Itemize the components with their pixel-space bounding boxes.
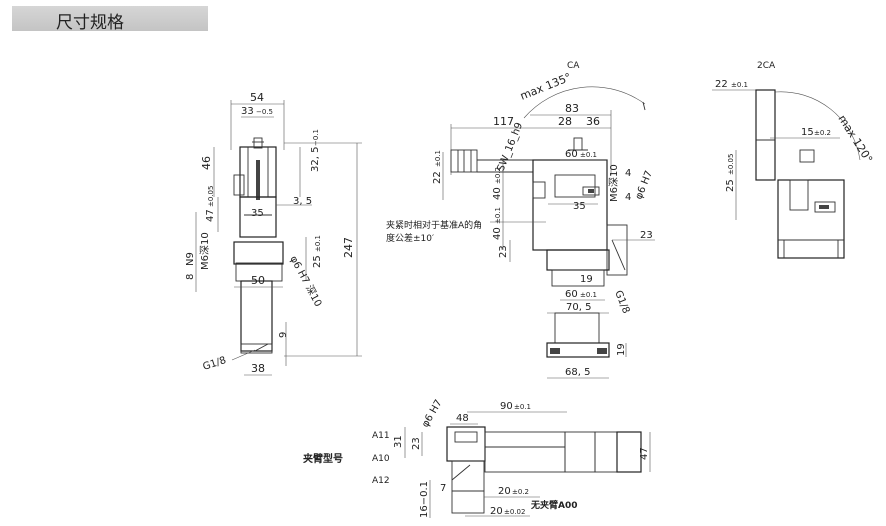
arm-dim-7: 7 [440,483,446,494]
dim-19-lower: 19 [616,343,627,356]
dim-60-top: 60 [565,149,578,160]
dim-sw-16: SW_16_h9 [496,121,526,173]
dim-32-5: 32, 5 [310,147,321,172]
model-a11: A11 [372,431,390,441]
max-angle-135: max 135° [518,71,573,103]
dim-25: 25 [312,255,323,268]
dim-15: 15 [801,127,814,138]
dim-40-upper-tol: ±0.2 [494,167,502,184]
front-view: 54 33 −0.5 46 47 ±0.05 8 N9 M6深10 [185,91,362,376]
arm-note-no-arm: 无夹臂A00 [530,499,578,511]
arm-dim-20-b: 20 [490,506,503,517]
label-m6-depth: M6深10 [199,232,211,270]
dim-83: 83 [565,102,579,115]
label-m6-depth-side: M6深10 [608,164,620,202]
dim-3-5: 3, 5 [293,196,312,207]
dim-8: 8 [185,274,196,280]
dim-23-right: 23 [640,230,653,241]
dim-40-lower: 40 [492,227,503,240]
arm-view: 夹臂型号 A11 A10 A12 φ6 H7 48 90 ±0.1 31 23 … [303,398,651,518]
dim-70-5: 70, 5 [566,302,591,313]
side-view-label: CA [567,61,580,71]
dim-33: 33 [241,106,254,117]
dim-9: 9 [278,332,289,338]
label-phi6-side: φ6 H7 [634,169,655,201]
dim-60-bottom: 60 [565,289,578,300]
dim-15-tol: ±0.2 [814,129,831,137]
arm-dim-90: 90 [500,401,513,412]
dim-47: 47 [205,209,216,222]
arm-dim-20-a-tol: ±0.2 [512,488,529,496]
section-title-bar: 尺寸规格 [12,6,208,33]
dim-54: 54 [250,91,264,104]
dim-40-upper: 40 [492,187,503,200]
dim-35: 35 [251,208,264,219]
dim-47-tol: ±0.05 [207,186,215,207]
dim-28: 28 [558,115,572,128]
right-view-label: 2CA [757,61,776,71]
arm-dim-16: 16−0.1 [419,481,430,518]
model-a12: A12 [372,476,390,486]
dim-22-right: 22 [715,79,728,90]
arm-model-title: 夹臂型号 [303,452,343,465]
dim-247: 247 [342,237,355,258]
dim-46: 46 [200,156,213,170]
arm-dim-48: 48 [456,413,469,424]
dim-22-side-tol: ±0.1 [434,150,442,167]
arm-dim-47: 47 [639,447,650,460]
note-line-2: 度公差±10′ [386,232,434,244]
dim-23-left: 23 [498,245,509,258]
dim-19-upper: 19 [580,274,593,285]
right-view: 2CA max 120° 22 ±0.1 15 ±0.2 25 ±0.05 [712,61,875,259]
side-view: CA max 135° 83 117 28 36 SW_16_h9 60 ±0.… [386,61,655,379]
note-line-1: 夹紧时相对于基准A的角 [386,219,482,231]
dim-50: 50 [251,274,265,287]
dim-35-side: 35 [573,201,586,212]
dim-4-top: 4 [625,168,631,179]
arm-dim-31: 31 [393,435,404,448]
model-a10: A10 [372,454,390,464]
dim-60-top-tol: ±0.1 [580,151,597,159]
arm-dim-90-tol: ±0.1 [514,403,531,411]
section-title: 尺寸规格 [56,13,124,33]
label-g1-8-side: G1/8 [612,289,631,315]
arm-dim-20-a: 20 [498,486,511,497]
dim-33-tol: −0.5 [256,108,273,116]
dim-117: 117 [493,115,514,128]
dim-4-bottom: 4 [625,192,631,203]
dim-n9: N9 [185,252,196,266]
dim-36: 36 [586,115,600,128]
dim-25-right: 25 [725,179,736,192]
dim-32-5-tol: −0.1 [312,129,320,146]
arm-dim-23: 23 [411,437,422,450]
arm-dim-20-b-tol: ±0.02 [504,508,525,516]
label-g1-8: G1/8 [202,355,228,373]
dim-68-5: 68, 5 [565,367,590,378]
arm-phi6: φ6 H7 [420,398,445,430]
dim-25-tol: ±0.1 [314,235,322,252]
dim-40-lower-tol: ±0.1 [494,207,502,224]
dim-22-side: 22 [432,171,443,184]
dim-60-bottom-tol: ±0.1 [580,291,597,299]
dim-25-right-tol: ±0.05 [727,154,735,175]
dim-38: 38 [251,362,265,375]
dim-22-right-tol: ±0.1 [731,81,748,89]
max-angle-120: max 120° [835,113,875,166]
